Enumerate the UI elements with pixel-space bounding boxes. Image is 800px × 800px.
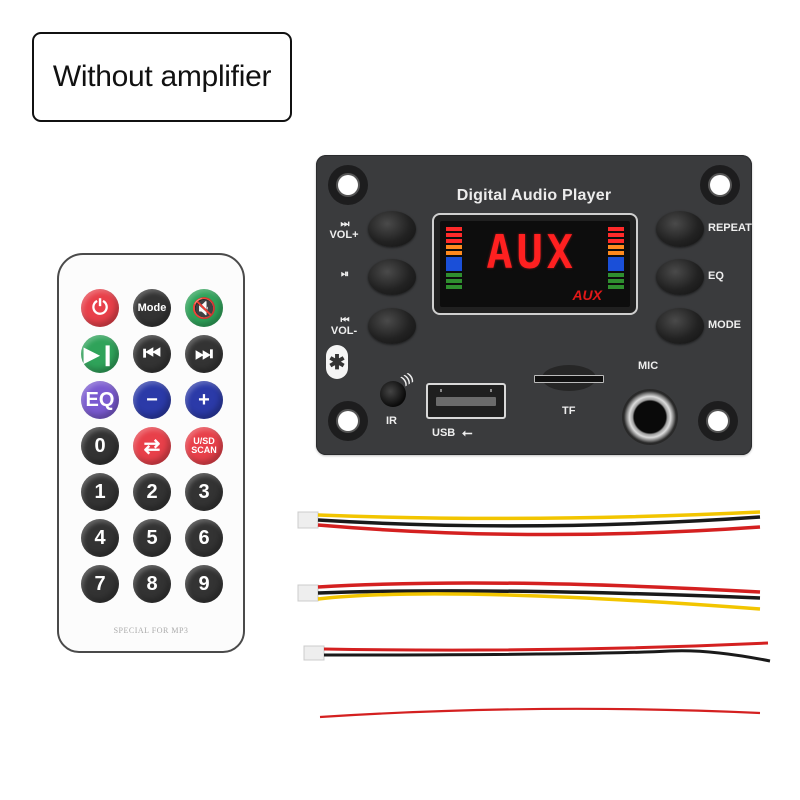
eq-button[interactable] [656, 259, 704, 295]
mounting-hole-bottom-right [698, 401, 738, 441]
mounting-hole-top-left [328, 165, 368, 205]
mode-label: MODE [708, 319, 741, 331]
bluetooth-icon: ✱ [326, 345, 348, 379]
previous-track-icon: ⏮ [340, 315, 350, 326]
mode-button[interactable] [656, 308, 704, 344]
label-text: Without amplifier [52, 60, 272, 93]
remote-button-digit-7[interactable]: 7 [81, 565, 119, 603]
led-display: AUX AUX [432, 213, 638, 315]
cable-3pin-yellow-black-red [297, 510, 761, 537]
remote-button-digit-3[interactable]: 3 [185, 473, 223, 511]
board-title: Digital Audio Player [456, 187, 612, 204]
remote-button-next[interactable]: ⏭ [185, 335, 223, 373]
remote-button-power[interactable]: ⏻ [81, 289, 119, 327]
remote-button-digit-4[interactable]: 4 [81, 519, 119, 557]
display-mode-indicator: AUX [572, 287, 602, 303]
mic-jack[interactable] [622, 389, 678, 445]
remote-button-repeat[interactable]: ⇄ [133, 427, 171, 465]
tf-card-slot[interactable] [534, 375, 604, 383]
mounting-hole-bottom-left [328, 401, 368, 441]
single-red-wire [319, 707, 761, 719]
remote-button-digit-0[interactable]: 0 [81, 427, 119, 465]
remote-button-digit-5[interactable]: 5 [133, 519, 171, 557]
remote-button-eq[interactable]: EQ [81, 381, 119, 419]
remote-button-digit-6[interactable]: 6 [185, 519, 223, 557]
tf-label: TF [562, 405, 576, 417]
remote-button-volume-down[interactable]: − [133, 381, 171, 419]
repeat-button[interactable] [656, 211, 704, 247]
level-meter-right [608, 227, 624, 289]
connector-cables [297, 510, 771, 719]
ir-receiver [380, 381, 406, 407]
remote-button-mute[interactable]: 🔇 [185, 289, 223, 327]
remote-button-mode[interactable]: Mode [133, 289, 171, 327]
next-track-icon: ⏭ [340, 219, 350, 230]
cable-3pin-red-black-yellow [297, 581, 761, 611]
play-pause-icon: ⏯ [341, 269, 349, 280]
mic-label: MIC [638, 360, 659, 372]
level-meter-left [446, 227, 462, 289]
without-amplifier-label: Without amplifier [32, 32, 292, 122]
usb-label: USB [432, 427, 456, 439]
ir-label: IR [386, 415, 397, 427]
vol-up-next-button[interactable] [368, 211, 416, 247]
remote-button-digit-8[interactable]: 8 [133, 565, 171, 603]
remote-footer-text: SPECIAL FOR MP3 [113, 626, 189, 635]
remote-button-usd-scan[interactable]: U/SD SCAN [185, 427, 223, 465]
cable-2pin-red-black [303, 641, 771, 663]
usb-port[interactable] [426, 383, 506, 419]
remote-button-digit-9[interactable]: 9 [185, 565, 223, 603]
remote-button-volume-up[interactable]: + [185, 381, 223, 419]
remote-button-previous[interactable]: ⏮ [133, 335, 171, 373]
vol-down-prev-button[interactable] [368, 308, 416, 344]
remote-button-digit-1[interactable]: 1 [81, 473, 119, 511]
mounting-hole-top-right [700, 165, 740, 205]
play-pause-label: ⏯ [326, 269, 362, 280]
eq-label: EQ [708, 270, 724, 282]
vol-down-label: ⏮ VOL- [326, 315, 362, 337]
repeat-label: REPEAT [708, 222, 752, 234]
usb-symbol-icon: ⭠ [462, 425, 473, 440]
audio-player-board: Digital Audio Player ⏭ VOL+ ⏯ ⏮ VOL- REP… [316, 155, 752, 455]
display-main-text: AUX [486, 225, 577, 279]
vol-up-label: ⏭ VOL+ [326, 219, 362, 241]
remote-button-digit-2[interactable]: 2 [133, 473, 171, 511]
remote-button-play-pause[interactable]: ▶❙ [81, 335, 119, 373]
play-pause-button[interactable] [368, 259, 416, 295]
